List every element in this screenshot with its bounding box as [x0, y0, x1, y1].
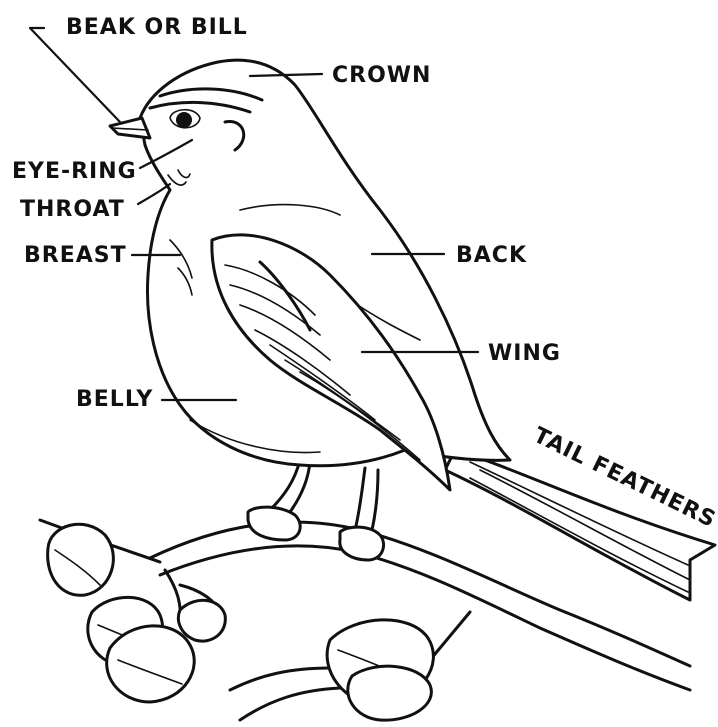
label-breast: BREAST: [24, 243, 127, 268]
label-crown: CROWN: [332, 63, 431, 88]
label-eye-ring: EYE-RING: [12, 159, 137, 184]
leader-beak: [30, 28, 120, 122]
label-beak: BEAK OR BILL: [66, 15, 248, 40]
label-wing: WING: [488, 341, 561, 366]
label-throat: THROAT: [20, 197, 125, 222]
label-back: BACK: [456, 243, 527, 268]
label-belly: BELLY: [76, 387, 153, 412]
